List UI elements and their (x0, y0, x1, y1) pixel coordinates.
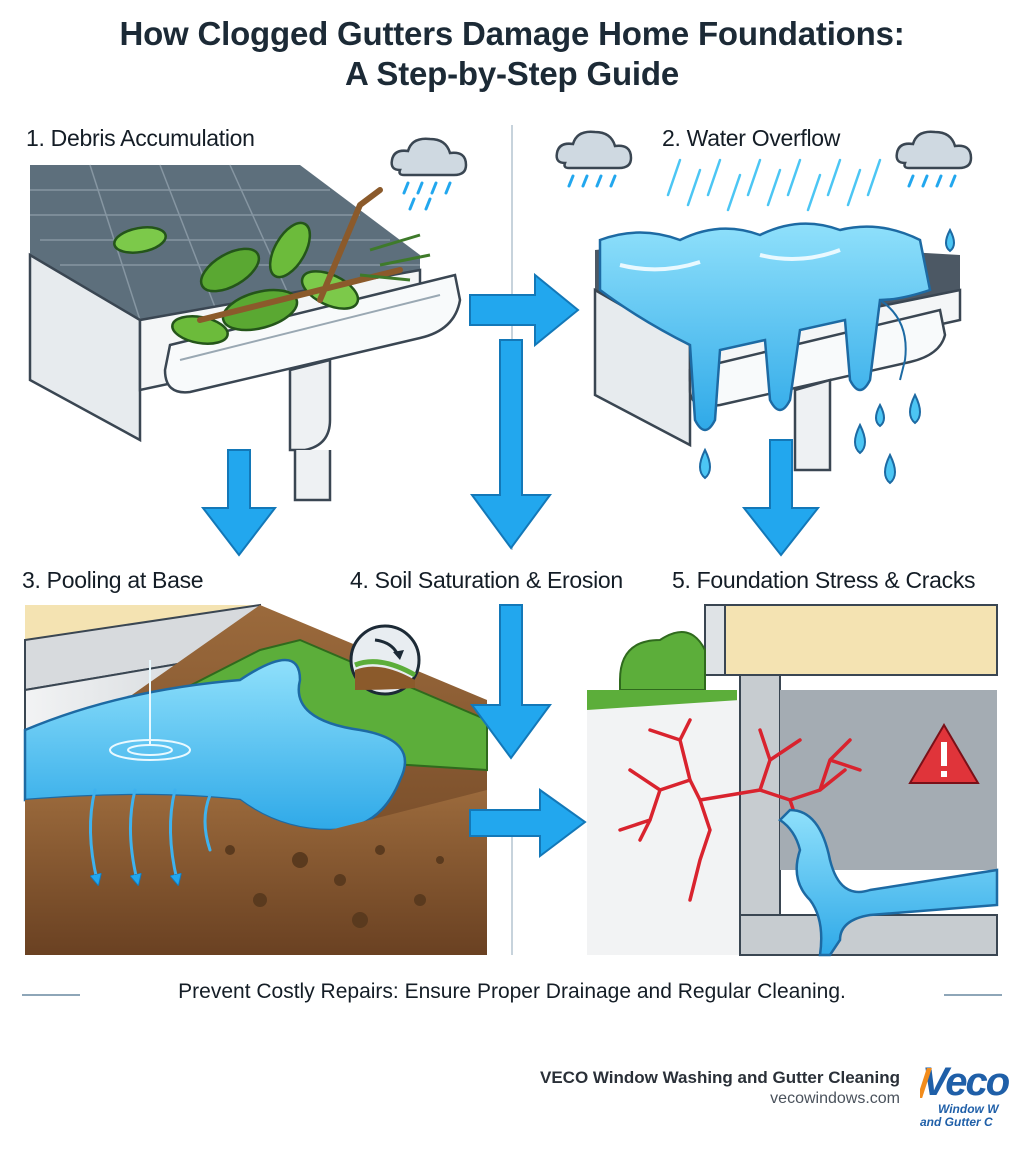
company-name: VECO Window Washing and Gutter Cleaning (540, 1068, 900, 1088)
erosion-badge-icon (351, 626, 419, 694)
panel-foundation-cracks (587, 605, 997, 955)
panel-water-overflow (557, 132, 971, 483)
panel-pooling-at-base (25, 605, 487, 955)
rain-cloud-icon (392, 139, 466, 209)
company-website: vecowindows.com (770, 1090, 900, 1108)
logo-sub-line-2: and Gutter C (920, 1115, 993, 1129)
rain-cloud-icon (897, 132, 971, 186)
footer-tagline: Prevent Costly Repairs: Ensure Proper Dr… (0, 980, 1024, 1004)
panel-debris-accumulation (30, 139, 466, 500)
rain-cloud-icon (557, 132, 631, 186)
heavy-rain (668, 160, 880, 210)
logo-sub-line-1: Window W (938, 1102, 999, 1116)
brand-logo: Veco Window W and Gutter C (920, 1062, 1024, 1132)
